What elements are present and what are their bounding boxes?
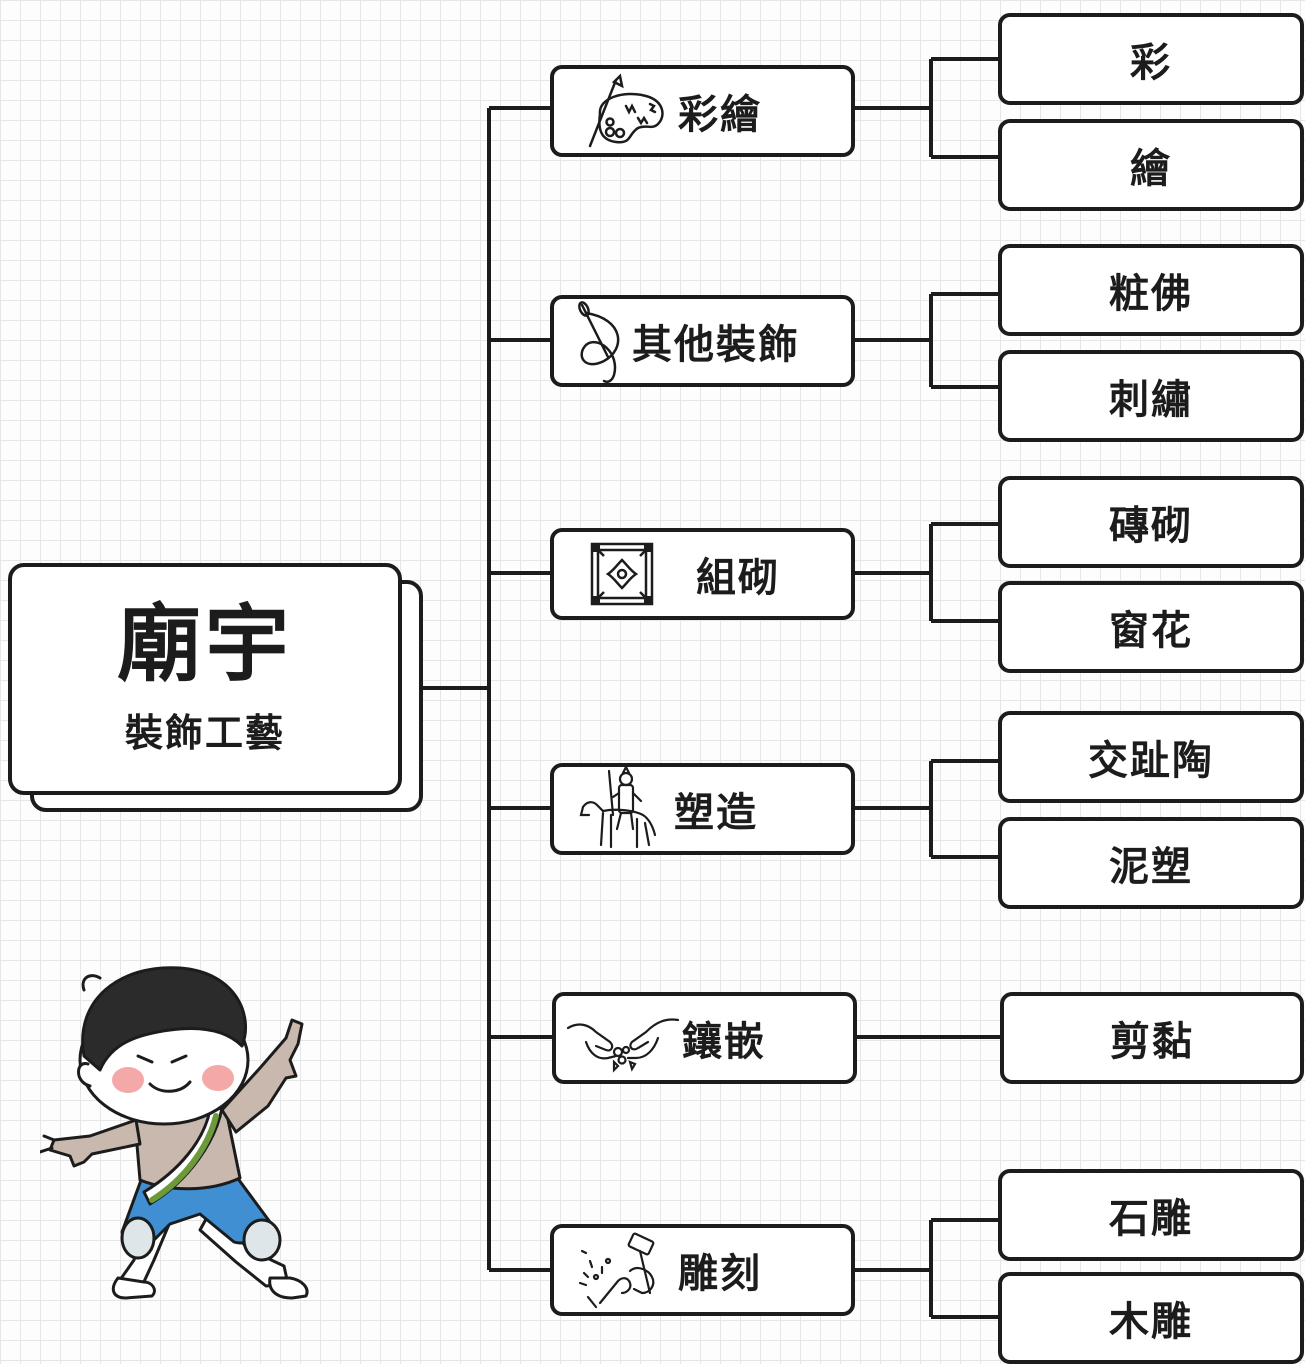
needle-thread-icon bbox=[562, 301, 632, 383]
paint-palette-icon bbox=[574, 72, 670, 150]
leaf-node: 剪黏 bbox=[1000, 992, 1304, 1084]
category-label: 雕刻 bbox=[678, 1251, 762, 1297]
leaf-node: 窗花 bbox=[998, 581, 1304, 673]
hammer-chisel-icon bbox=[574, 1231, 670, 1309]
leaf-node: 粧佛 bbox=[998, 244, 1304, 336]
boy-mascot-illustration bbox=[40, 966, 309, 1300]
hands-inlaying-icon bbox=[564, 999, 682, 1077]
leaf-node: 彩 bbox=[998, 13, 1304, 105]
category-label: 其他裝飾 bbox=[632, 322, 800, 368]
category-node-sculpting: 塑造 bbox=[550, 763, 855, 855]
root-title: 廟宇 bbox=[116, 594, 293, 693]
leaf-node: 泥塑 bbox=[998, 817, 1304, 909]
horse-rider-figurine-icon bbox=[574, 767, 670, 849]
leaf-node: 石雕 bbox=[998, 1169, 1304, 1261]
leaf-node: 繪 bbox=[998, 119, 1304, 211]
category-node-inlay: 鑲嵌 bbox=[552, 992, 857, 1084]
category-label: 組砌 bbox=[696, 555, 780, 601]
category-label: 彩繪 bbox=[678, 92, 762, 138]
category-label: 塑造 bbox=[674, 790, 758, 836]
leaf-node: 交趾陶 bbox=[998, 711, 1304, 803]
root-subtitle: 裝飾工藝 bbox=[124, 710, 285, 755]
category-node-carving: 雕刻 bbox=[550, 1224, 855, 1316]
category-node-masonry: 組砌 bbox=[550, 528, 855, 620]
root-node: 廟宇 裝飾工藝 bbox=[8, 563, 402, 795]
leaf-node: 磚砌 bbox=[998, 476, 1304, 568]
leaf-node: 木雕 bbox=[998, 1272, 1304, 1364]
decorative-tile-icon bbox=[574, 535, 670, 613]
category-node-other-decoration: 其他裝飾 bbox=[550, 295, 855, 387]
leaf-node: 刺繡 bbox=[998, 350, 1304, 442]
category-label: 鑲嵌 bbox=[682, 1019, 766, 1065]
category-node-painting: 彩繪 bbox=[550, 65, 855, 157]
